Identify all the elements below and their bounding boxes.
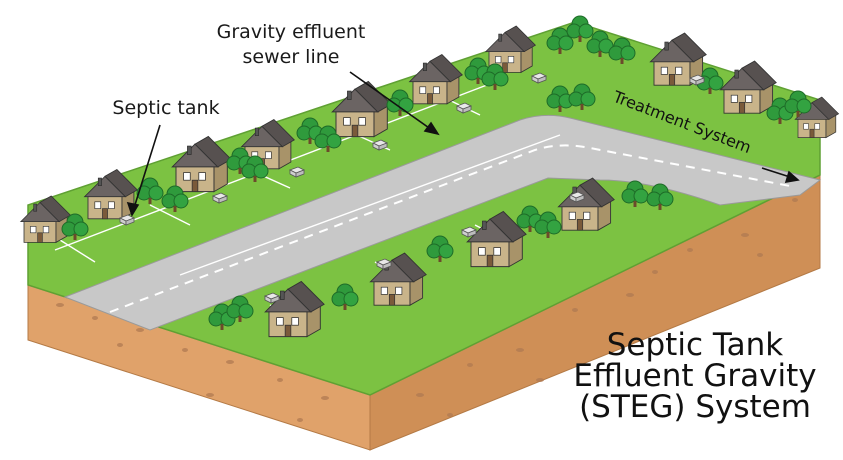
- gravity-label-line-1: Gravity effluent: [216, 21, 366, 43]
- arrow-icon: [126, 124, 161, 217]
- gravity-sewer-line-label: Gravity effluent sewer line: [196, 20, 386, 70]
- road: [63, 114, 822, 331]
- arrow-icon: [761, 167, 800, 184]
- road-centerline: [109, 144, 791, 313]
- septic-tank-label: Septic tank: [112, 97, 220, 119]
- gravity-label-line-2: sewer line: [242, 46, 340, 68]
- title-line-3: (STEG) System: [579, 389, 811, 425]
- title-line-1: Septic Tank: [606, 327, 784, 363]
- arrow-icon: [349, 71, 440, 136]
- house-icon: [719, 60, 777, 114]
- diagram-title: Septic Tank Effluent Gravity (STEG) Syst…: [560, 330, 830, 423]
- soil-pebbles: [56, 198, 798, 422]
- title-line-2: Effluent Gravity: [573, 358, 817, 394]
